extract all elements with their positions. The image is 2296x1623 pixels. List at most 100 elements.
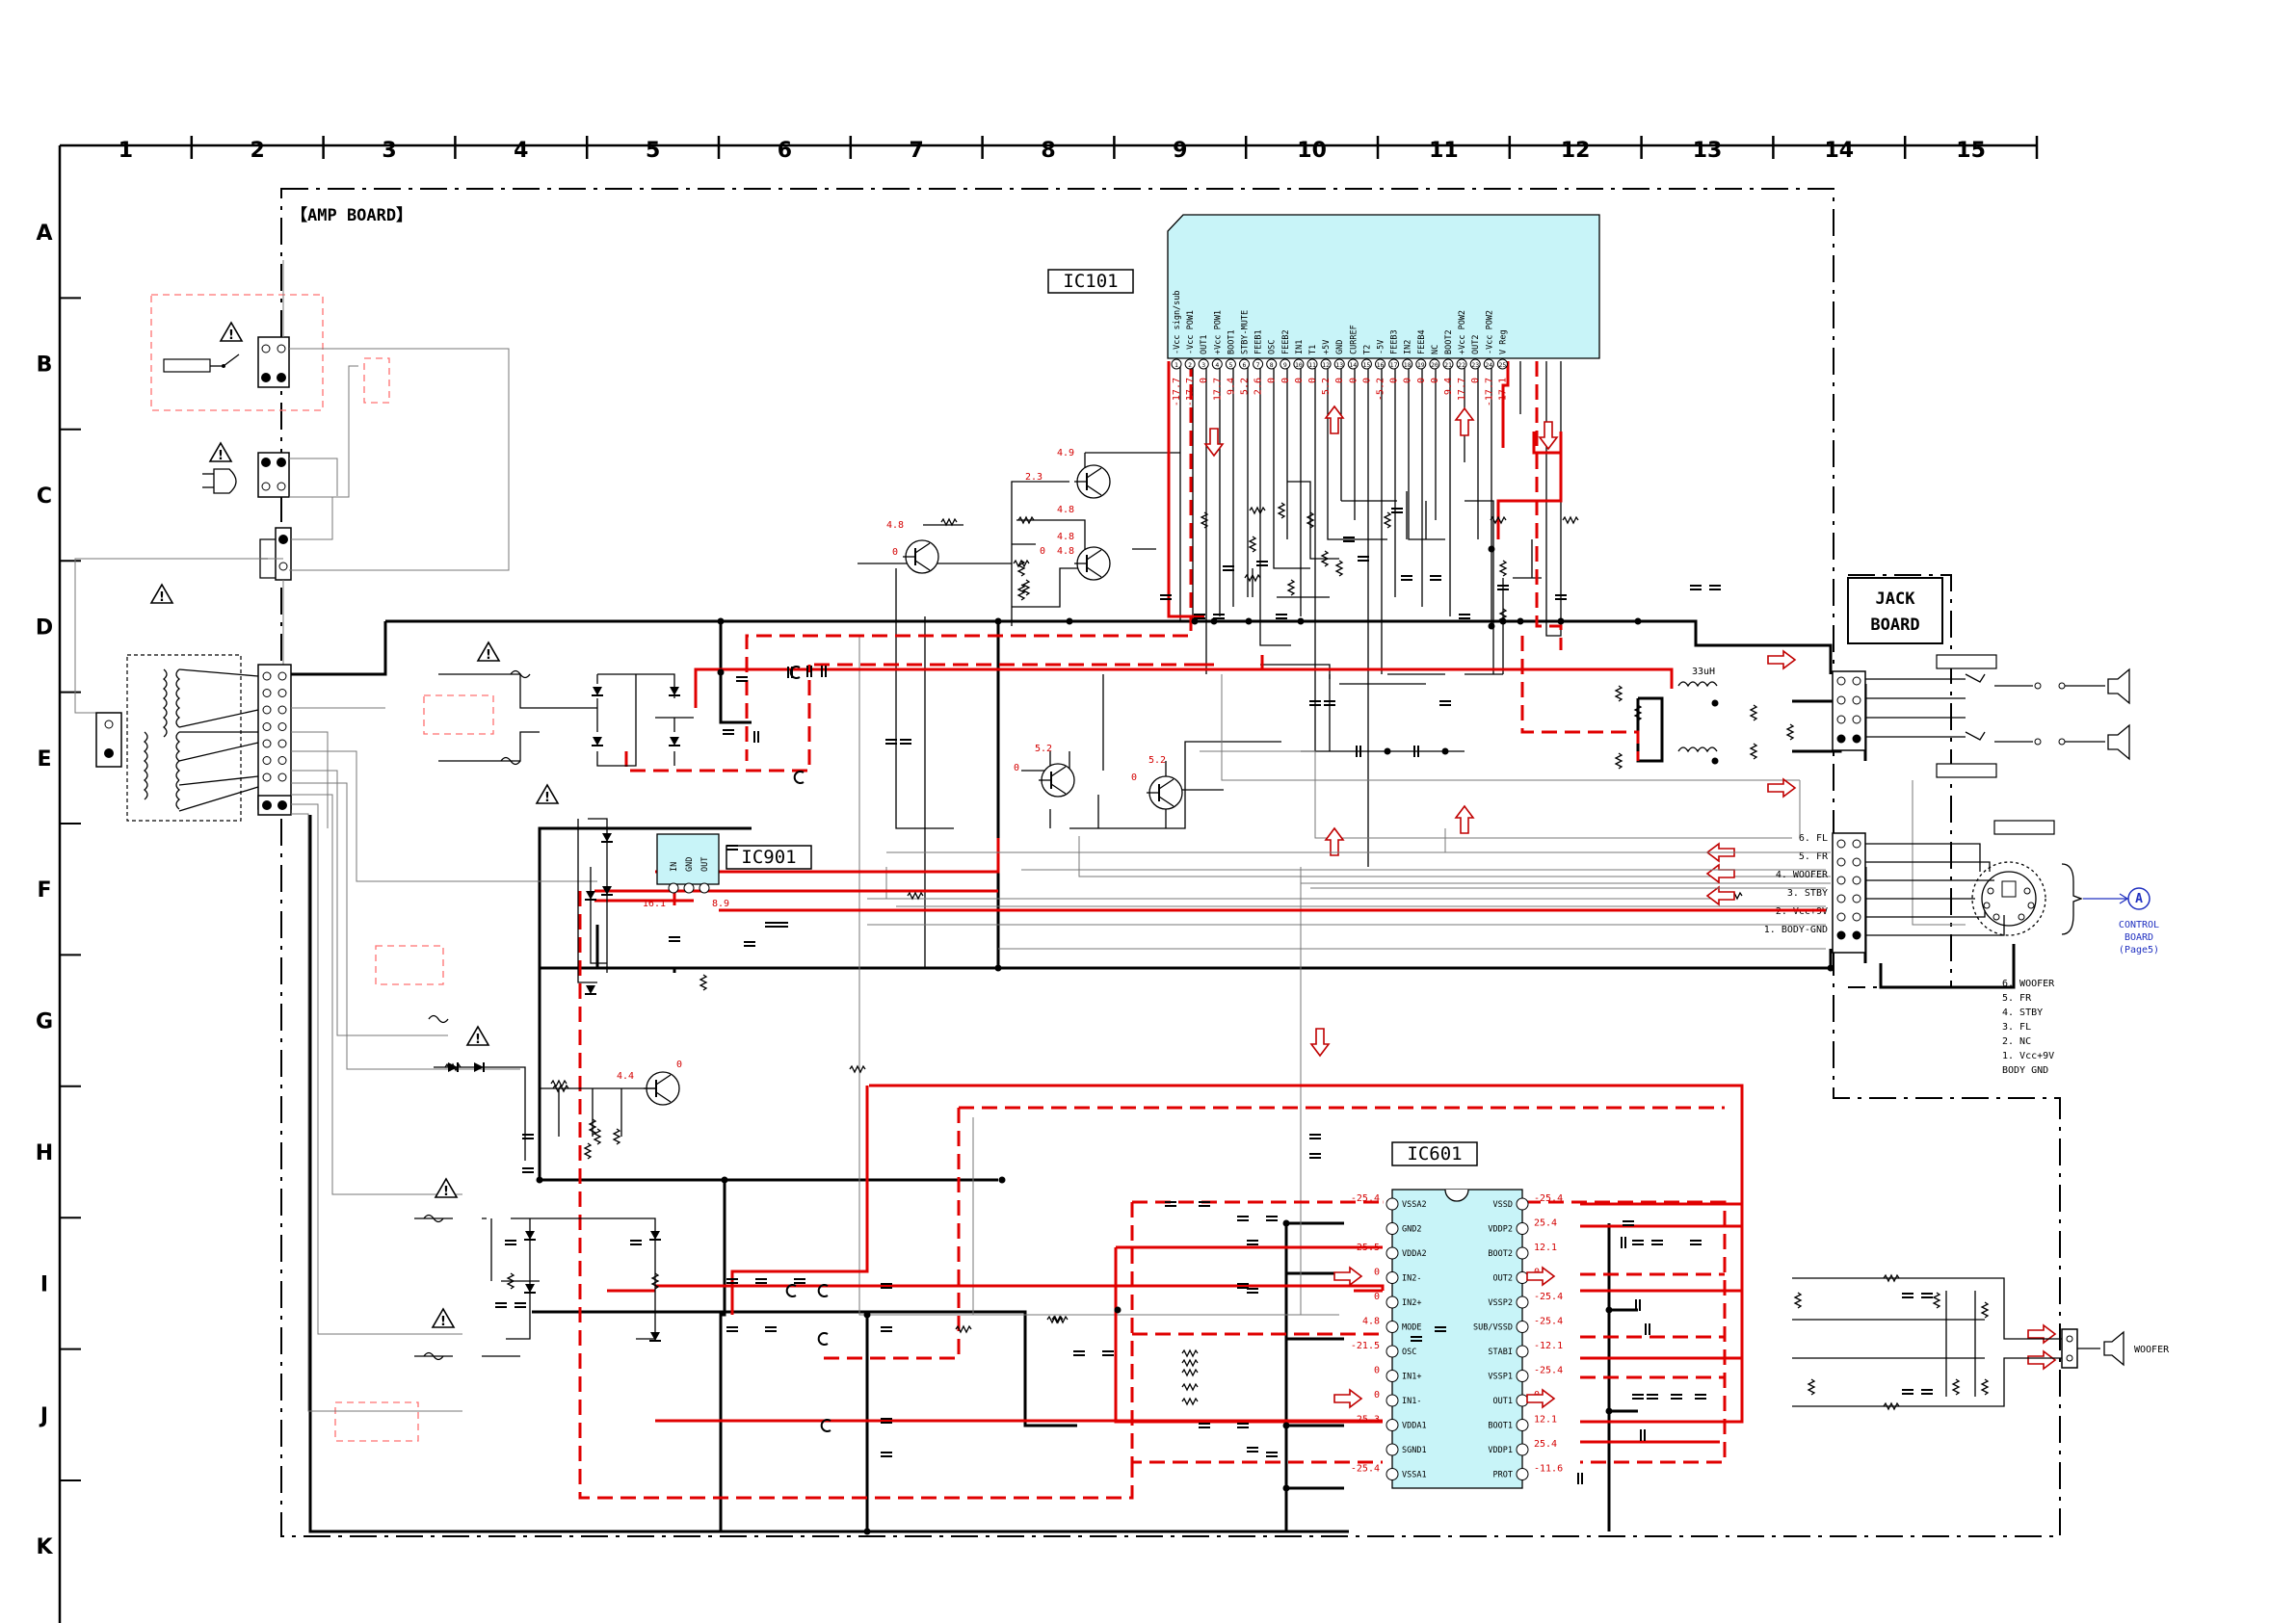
ic601-right-voltage: 25.4	[1534, 1439, 1557, 1450]
resistor	[1562, 515, 1579, 525]
warning-icon-mark: !	[486, 648, 491, 663]
resistor	[1286, 579, 1296, 596]
junction-dot	[1210, 617, 1218, 625]
red-power-traces	[594, 361, 1744, 1444]
junction-dot	[1557, 617, 1565, 625]
ic101-pin-voltage: 17.7	[1457, 378, 1467, 401]
control-board-ref: A CONTROL BOARD (Page5)	[2119, 887, 2159, 955]
ic101-pin	[1375, 358, 1386, 370]
row-label: F	[37, 878, 51, 903]
warning-icon-shape	[476, 641, 501, 662]
ac-plug-symbol	[202, 468, 237, 494]
ic101-pin-voltage: 0	[1416, 378, 1427, 383]
ic101-pin	[1211, 358, 1223, 370]
ic601: IC601 VSSA2-25.4GND2VDDA225.5IN2-0IN2+0M…	[1351, 1141, 1563, 1489]
ic601-left-voltage: 0	[1374, 1292, 1380, 1302]
ic601-right-voltage: -12.1	[1534, 1341, 1563, 1351]
rectifier-diodes	[414, 673, 694, 1357]
jack-board-label: JACK BOARD	[1847, 577, 1943, 644]
ic601-left-pin-name: VDDA1	[1402, 1422, 1427, 1431]
label-box-4	[334, 1401, 419, 1442]
ic101-pin	[1253, 358, 1264, 370]
electrolytic-mark	[793, 771, 805, 784]
ic601-left-pin	[1386, 1468, 1399, 1480]
resistor	[583, 1142, 593, 1160]
ic101-pin-name: GND	[1335, 340, 1345, 354]
connector-pin	[262, 756, 272, 765]
connector-pin	[262, 722, 272, 731]
arrow-down	[1309, 1028, 1331, 1058]
warning-icon-mark: !	[475, 1033, 481, 1047]
diode	[593, 687, 602, 695]
svg-text:CONTROL: CONTROL	[2119, 920, 2159, 930]
electrolytic-mark	[785, 1284, 797, 1297]
din-wires	[1966, 843, 2005, 936]
arrow-down	[1538, 421, 1559, 451]
connector-signal-label: 4. WOOFER	[1776, 870, 1829, 880]
arrow-down	[1203, 428, 1225, 458]
ic101-pin-voltage: 2.6	[1254, 378, 1264, 395]
jack-pin	[1852, 695, 1861, 705]
ic101-pin-name: -5V	[1377, 340, 1386, 354]
junction-dot	[1517, 617, 1524, 625]
junction-dot	[536, 1176, 543, 1184]
resistor	[1277, 502, 1286, 519]
resistor	[1306, 511, 1315, 529]
transistor-voltage: 4.8	[1057, 532, 1074, 542]
resistor	[1490, 515, 1507, 525]
column-label: 3	[382, 139, 396, 163]
transistor-voltage: 0	[1014, 763, 1019, 773]
ic601-left-voltage: 25.5	[1357, 1243, 1380, 1253]
electrolytic-mark	[817, 1332, 829, 1346]
junction-dot	[994, 617, 1002, 625]
transistor: 04.8	[886, 520, 939, 574]
ic601-right-voltage: -25.4	[1534, 1193, 1563, 1204]
column-label: 6	[778, 139, 792, 163]
ic101-pin-name: +Vcc POW2	[1458, 310, 1467, 354]
svg-text:A: A	[2135, 892, 2143, 906]
connector-signal-label: 3. STBY	[1787, 888, 1828, 899]
ic601-right-pin-name: OUT1	[1493, 1397, 1513, 1406]
ic101-pin	[1483, 358, 1494, 370]
resistor	[1046, 1315, 1064, 1324]
warning-icon-mark: !	[544, 791, 550, 805]
resistor	[1181, 1397, 1199, 1406]
ic601-right-pin	[1516, 1197, 1529, 1211]
ic101-pin-voltage: 0	[1267, 378, 1278, 383]
transistor: 5.20	[1131, 755, 1183, 810]
ic101-pin-name: T1	[1308, 345, 1318, 354]
transistor-voltage: 4.8	[1057, 546, 1074, 557]
control-signal-label: 6. WOOFER	[2002, 979, 2055, 989]
junction-dot	[1282, 1219, 1290, 1227]
column-label: 2	[251, 139, 265, 163]
connector-signal-label: 5. FR	[1799, 851, 1829, 862]
ic101-pin-number: 4	[1215, 361, 1219, 369]
row-label: B	[37, 353, 53, 378]
ic101-pin-number: 7	[1256, 361, 1260, 369]
din-connector	[1971, 861, 2129, 936]
ic101-pin-number: 8	[1270, 361, 1274, 369]
ic601-left-pin	[1386, 1296, 1399, 1309]
ic601-right-pin	[1516, 1321, 1529, 1333]
arrow-left	[1705, 863, 1735, 884]
ic101-pin-name: NC	[1431, 345, 1440, 354]
fuse	[423, 1214, 444, 1223]
jack-pin	[1836, 734, 1846, 744]
resistor	[1181, 1368, 1199, 1377]
ic601-left-pin	[1386, 1197, 1399, 1211]
ic601-right-pin-name: STABI	[1488, 1348, 1513, 1357]
transistor-lead	[1086, 549, 1102, 561]
amp-board-frame	[280, 188, 2061, 1537]
resistor	[907, 891, 924, 901]
row-label: G	[36, 1010, 53, 1034]
connector-signal-wires	[867, 851, 1826, 950]
junction-dot	[1191, 617, 1199, 625]
ic101-pin-voltage: 0	[1307, 378, 1318, 383]
column-label: 12	[1561, 139, 1591, 163]
warning-icon-shape	[431, 1307, 456, 1328]
junction-dot	[1499, 617, 1507, 625]
electrolytic-mark	[820, 1419, 831, 1432]
junction-dot	[717, 617, 725, 625]
junction-dot	[1114, 1306, 1122, 1314]
connector-ac-3	[275, 527, 292, 581]
